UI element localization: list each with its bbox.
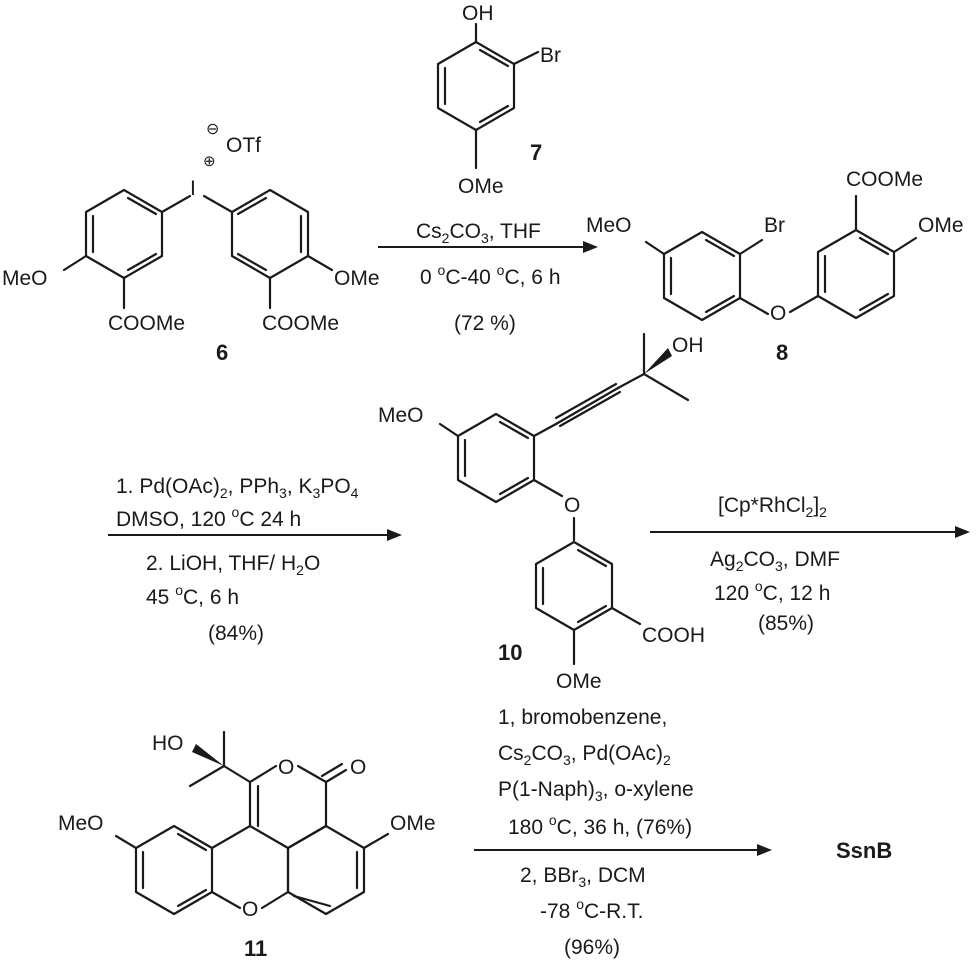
ester-label: COOMe [846, 168, 923, 191]
br-label: Br [540, 44, 561, 67]
conditions-step-4: 1, bromobenzene, Cs2CO3, Pd(OAc)2 P(1-Na… [498, 706, 694, 959]
svg-text:45 oC, 6 h: 45 oC, 6 h [146, 582, 239, 609]
ring [816, 228, 896, 320]
arrow-head [955, 526, 970, 538]
arrow-head [583, 241, 598, 253]
svg-text:1, bromobenzene,: 1, bromobenzene, [498, 706, 667, 729]
svg-text:(85%): (85%) [758, 612, 814, 635]
svg-text:[Cp*RhCl2]2: [Cp*RhCl2]2 [718, 494, 827, 520]
svg-text:180 oC, 36 h, (76%): 180 oC, 36 h, (76%) [508, 812, 692, 839]
svg-text:Cs2CO3, THF: Cs2CO3, THF [416, 220, 541, 246]
ring [456, 412, 536, 504]
svg-text:DMSO, 120 oC 24 h: DMSO, 120 oC 24 h [116, 504, 301, 531]
o-bridge-label: O [242, 898, 258, 921]
svg-text:P(1-Naph)3, o-xylene: P(1-Naph)3, o-xylene [498, 778, 694, 804]
compound-10: MeO OH O COOH OMe 10 [378, 332, 705, 693]
svg-text:0 oC-40 oC, 6 h: 0 oC-40 oC, 6 h [420, 262, 561, 289]
o-label: O [564, 494, 580, 517]
svg-text:Ag2CO3, DMF: Ag2CO3, DMF [710, 548, 840, 574]
ring [84, 188, 164, 280]
product-label: SsnB [836, 838, 892, 863]
compound-6: I ⊕ ⊖ OTf MeO COOMe OMe COOMe 6 [2, 121, 380, 365]
ring [230, 188, 310, 280]
o-carbonyl-label: O [350, 756, 366, 779]
ome-label: OMe [918, 214, 964, 237]
ring [286, 824, 366, 916]
meo-label: MeO [586, 214, 632, 237]
o-label: O [770, 302, 786, 325]
meo-label: MeO [378, 404, 424, 427]
ring [134, 824, 214, 916]
compound-8: MeO Br O COOMe OMe 8 [586, 168, 964, 365]
compound-11: MeO O O O OMe HO 11 [58, 730, 436, 961]
svg-text:(72 %): (72 %) [454, 312, 516, 335]
svg-text:2. LiOH, THF/ H2O: 2. LiOH, THF/ H2O [146, 552, 320, 578]
compound-number-10: 10 [498, 640, 522, 665]
ring [662, 230, 742, 322]
ester-left-label: COOMe [108, 312, 185, 335]
conditions-step-1: Cs2CO3, THF 0 oC-40 oC, 6 h (72 %) [416, 220, 561, 335]
meo-label: MeO [2, 267, 48, 290]
compound-number-7: 7 [530, 140, 542, 165]
svg-text:120 oC, 12 h: 120 oC, 12 h [714, 578, 830, 605]
iodine-label: I [190, 177, 196, 200]
compound-7: OH Br OMe 7 [436, 2, 561, 198]
o-ring-label: O [278, 756, 294, 779]
compound-number-11: 11 [244, 936, 267, 961]
ome-label: OMe [390, 812, 436, 835]
conditions-step-3: [Cp*RhCl2]2 Ag2CO3, DMF 120 oC, 12 h (85… [710, 494, 840, 635]
ester-right-label: COOMe [262, 312, 339, 335]
conditions-step-2: 1. Pd(OAc)2, PPh3, K3PO4 DMSO, 120 oC 24… [116, 475, 359, 645]
arrow-head [757, 844, 772, 856]
meo-label: MeO [58, 812, 104, 835]
oh-label: OH [672, 334, 704, 357]
ring [534, 540, 614, 632]
ome-label: OMe [458, 175, 504, 198]
plus-charge: ⊕ [203, 153, 216, 170]
counterion-label: OTf [226, 134, 261, 157]
ome-label: OMe [556, 670, 602, 693]
svg-text:-78 oC-R.T.: -78 oC-R.T. [540, 896, 643, 923]
svg-text:(84%): (84%) [208, 622, 264, 645]
ome-label: OMe [334, 267, 380, 290]
ho-label: HO [152, 732, 184, 755]
oh-label: OH [462, 2, 494, 25]
acid-label: COOH [642, 624, 705, 647]
compound-number-6: 6 [216, 340, 228, 365]
compound-number-8: 8 [776, 340, 788, 365]
arrow-head [387, 529, 402, 541]
ring [436, 40, 516, 132]
br-label: Br [764, 214, 785, 237]
minus-charge: ⊖ [206, 121, 219, 138]
svg-text:2, BBr3, DCM: 2, BBr3, DCM [520, 864, 646, 890]
svg-text:(96%): (96%) [564, 936, 620, 959]
svg-text:1. Pd(OAc)2, PPh3, K3PO4: 1. Pd(OAc)2, PPh3, K3PO4 [116, 475, 359, 501]
svg-text:Cs2CO3, Pd(OAc)2: Cs2CO3, Pd(OAc)2 [498, 742, 671, 768]
